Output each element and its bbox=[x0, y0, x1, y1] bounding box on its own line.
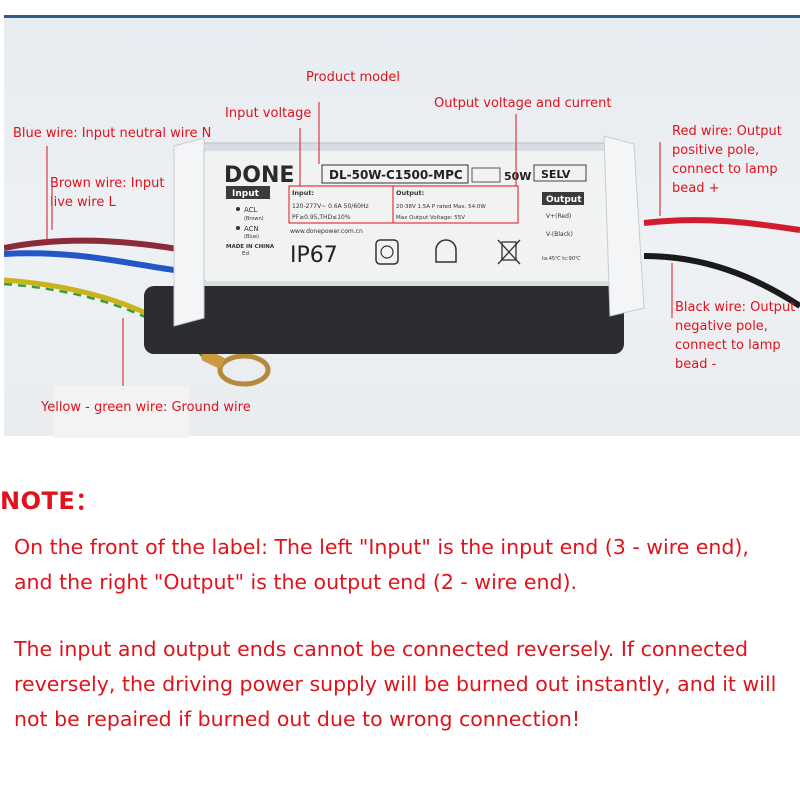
output-spec-box bbox=[392, 185, 519, 224]
acl-dot bbox=[236, 207, 240, 211]
note-paragraph-1: On the front of the label: The left "Inp… bbox=[14, 535, 749, 594]
housing-bottom bbox=[144, 286, 624, 354]
red-wire-line-1: Red wire: Output bbox=[672, 124, 782, 139]
made-in-text: MADE IN CHINA bbox=[226, 244, 275, 250]
made-in-sub: Ed bbox=[242, 251, 249, 257]
vminus-text: V-(Black) bbox=[546, 231, 573, 238]
power-text: 50W bbox=[504, 170, 531, 183]
red-wire-line-4: bead + bbox=[672, 181, 720, 196]
pf-spec: PF≥0.95,THD≤10% bbox=[292, 214, 351, 221]
input-spec: 120-277V~ 0.6A 50/60Hz bbox=[292, 203, 369, 210]
ground-wire-callout: Yellow - green wire: Ground wire bbox=[41, 400, 251, 415]
crimp-sleeve bbox=[201, 349, 225, 369]
left-end-cap bbox=[173, 137, 205, 327]
acl-text: ACL bbox=[244, 206, 258, 214]
cert-icon-1 bbox=[375, 239, 399, 265]
ground-label-bg bbox=[54, 386, 189, 438]
blue-wire bbox=[4, 250, 175, 273]
indoor-use-icon bbox=[435, 239, 457, 263]
output-hdr: Output: bbox=[396, 189, 424, 197]
website-text: www.donepower.com.cn bbox=[290, 228, 363, 235]
black-wire-callout: Black wire: Output negative pole, connec… bbox=[675, 298, 795, 374]
red-wire-line-2: positive pole, bbox=[672, 143, 760, 158]
note-title: NOTE： bbox=[0, 487, 100, 515]
model-suffix-box bbox=[471, 167, 501, 183]
output-vc-callout: Output voltage and current bbox=[434, 96, 612, 111]
input-voltage-callout: Input voltage bbox=[225, 106, 312, 121]
red-wire-callout: Red wire: Output positive pole, connect … bbox=[672, 122, 782, 198]
blue-wire-callout: Blue wire: Input neutral wire N bbox=[13, 126, 212, 141]
ip-rating: IP67 bbox=[290, 243, 338, 268]
brand-text: DONE bbox=[224, 163, 294, 188]
black-wire-line-2: negative pole, bbox=[675, 319, 768, 334]
acn-dot bbox=[236, 226, 240, 230]
output-tag: Output bbox=[546, 195, 582, 205]
ring-terminal bbox=[217, 353, 271, 387]
product-model-callout: Product model bbox=[306, 70, 400, 85]
product-photo: DONE DL-50W-C1500-MPC 50W SELV Input ACL… bbox=[4, 15, 800, 436]
brown-wire-callout: Brown wire: Input live wire L bbox=[50, 174, 164, 212]
red-wire-line-3: connect to lamp bbox=[672, 162, 778, 177]
note-paragraph-2: The input and output ends cannot be conn… bbox=[14, 637, 777, 731]
ground-wire-green bbox=[4, 282, 207, 361]
brown-wire-line-2: live wire L bbox=[50, 195, 116, 210]
output-tag-bg bbox=[542, 192, 584, 205]
acn-text: ACN bbox=[244, 225, 259, 233]
model-text: DL-50W-C1500-MPC bbox=[329, 168, 463, 182]
driver-illustration: DONE DL-50W-C1500-MPC 50W SELV Input ACL… bbox=[4, 102, 800, 390]
right-end-cap bbox=[603, 135, 645, 317]
cert-icon-1-inner bbox=[380, 245, 394, 259]
selv-text: SELV bbox=[541, 168, 571, 181]
brown-wire bbox=[4, 237, 185, 253]
black-wire bbox=[643, 253, 800, 309]
output-spec: 20-38V 1.5A P rated Max. 54.0W bbox=[396, 204, 486, 210]
acn-sub: (Blue) bbox=[244, 234, 259, 240]
vplus-text: V+(Red) bbox=[546, 213, 571, 220]
red-wire bbox=[643, 217, 800, 233]
temp-text: ta:45℃ tc:90℃ bbox=[542, 256, 581, 262]
input-tag-bg bbox=[226, 186, 270, 199]
input-tag: Input bbox=[232, 189, 260, 199]
black-wire-line-3: connect to lamp bbox=[675, 338, 781, 353]
black-wire-line-1: Black wire: Output bbox=[675, 300, 796, 315]
weee-bin-icon bbox=[497, 239, 521, 265]
black-wire-line-4: bead - bbox=[675, 357, 717, 372]
max-output-text: Max Output Voltage: 55V bbox=[396, 215, 465, 221]
input-hdr: Input: bbox=[292, 189, 314, 197]
selv-box bbox=[533, 164, 587, 182]
brown-wire-line-1: Brown wire: Input bbox=[50, 176, 165, 191]
acl-sub: (Brown) bbox=[244, 216, 264, 222]
model-box bbox=[321, 164, 469, 184]
